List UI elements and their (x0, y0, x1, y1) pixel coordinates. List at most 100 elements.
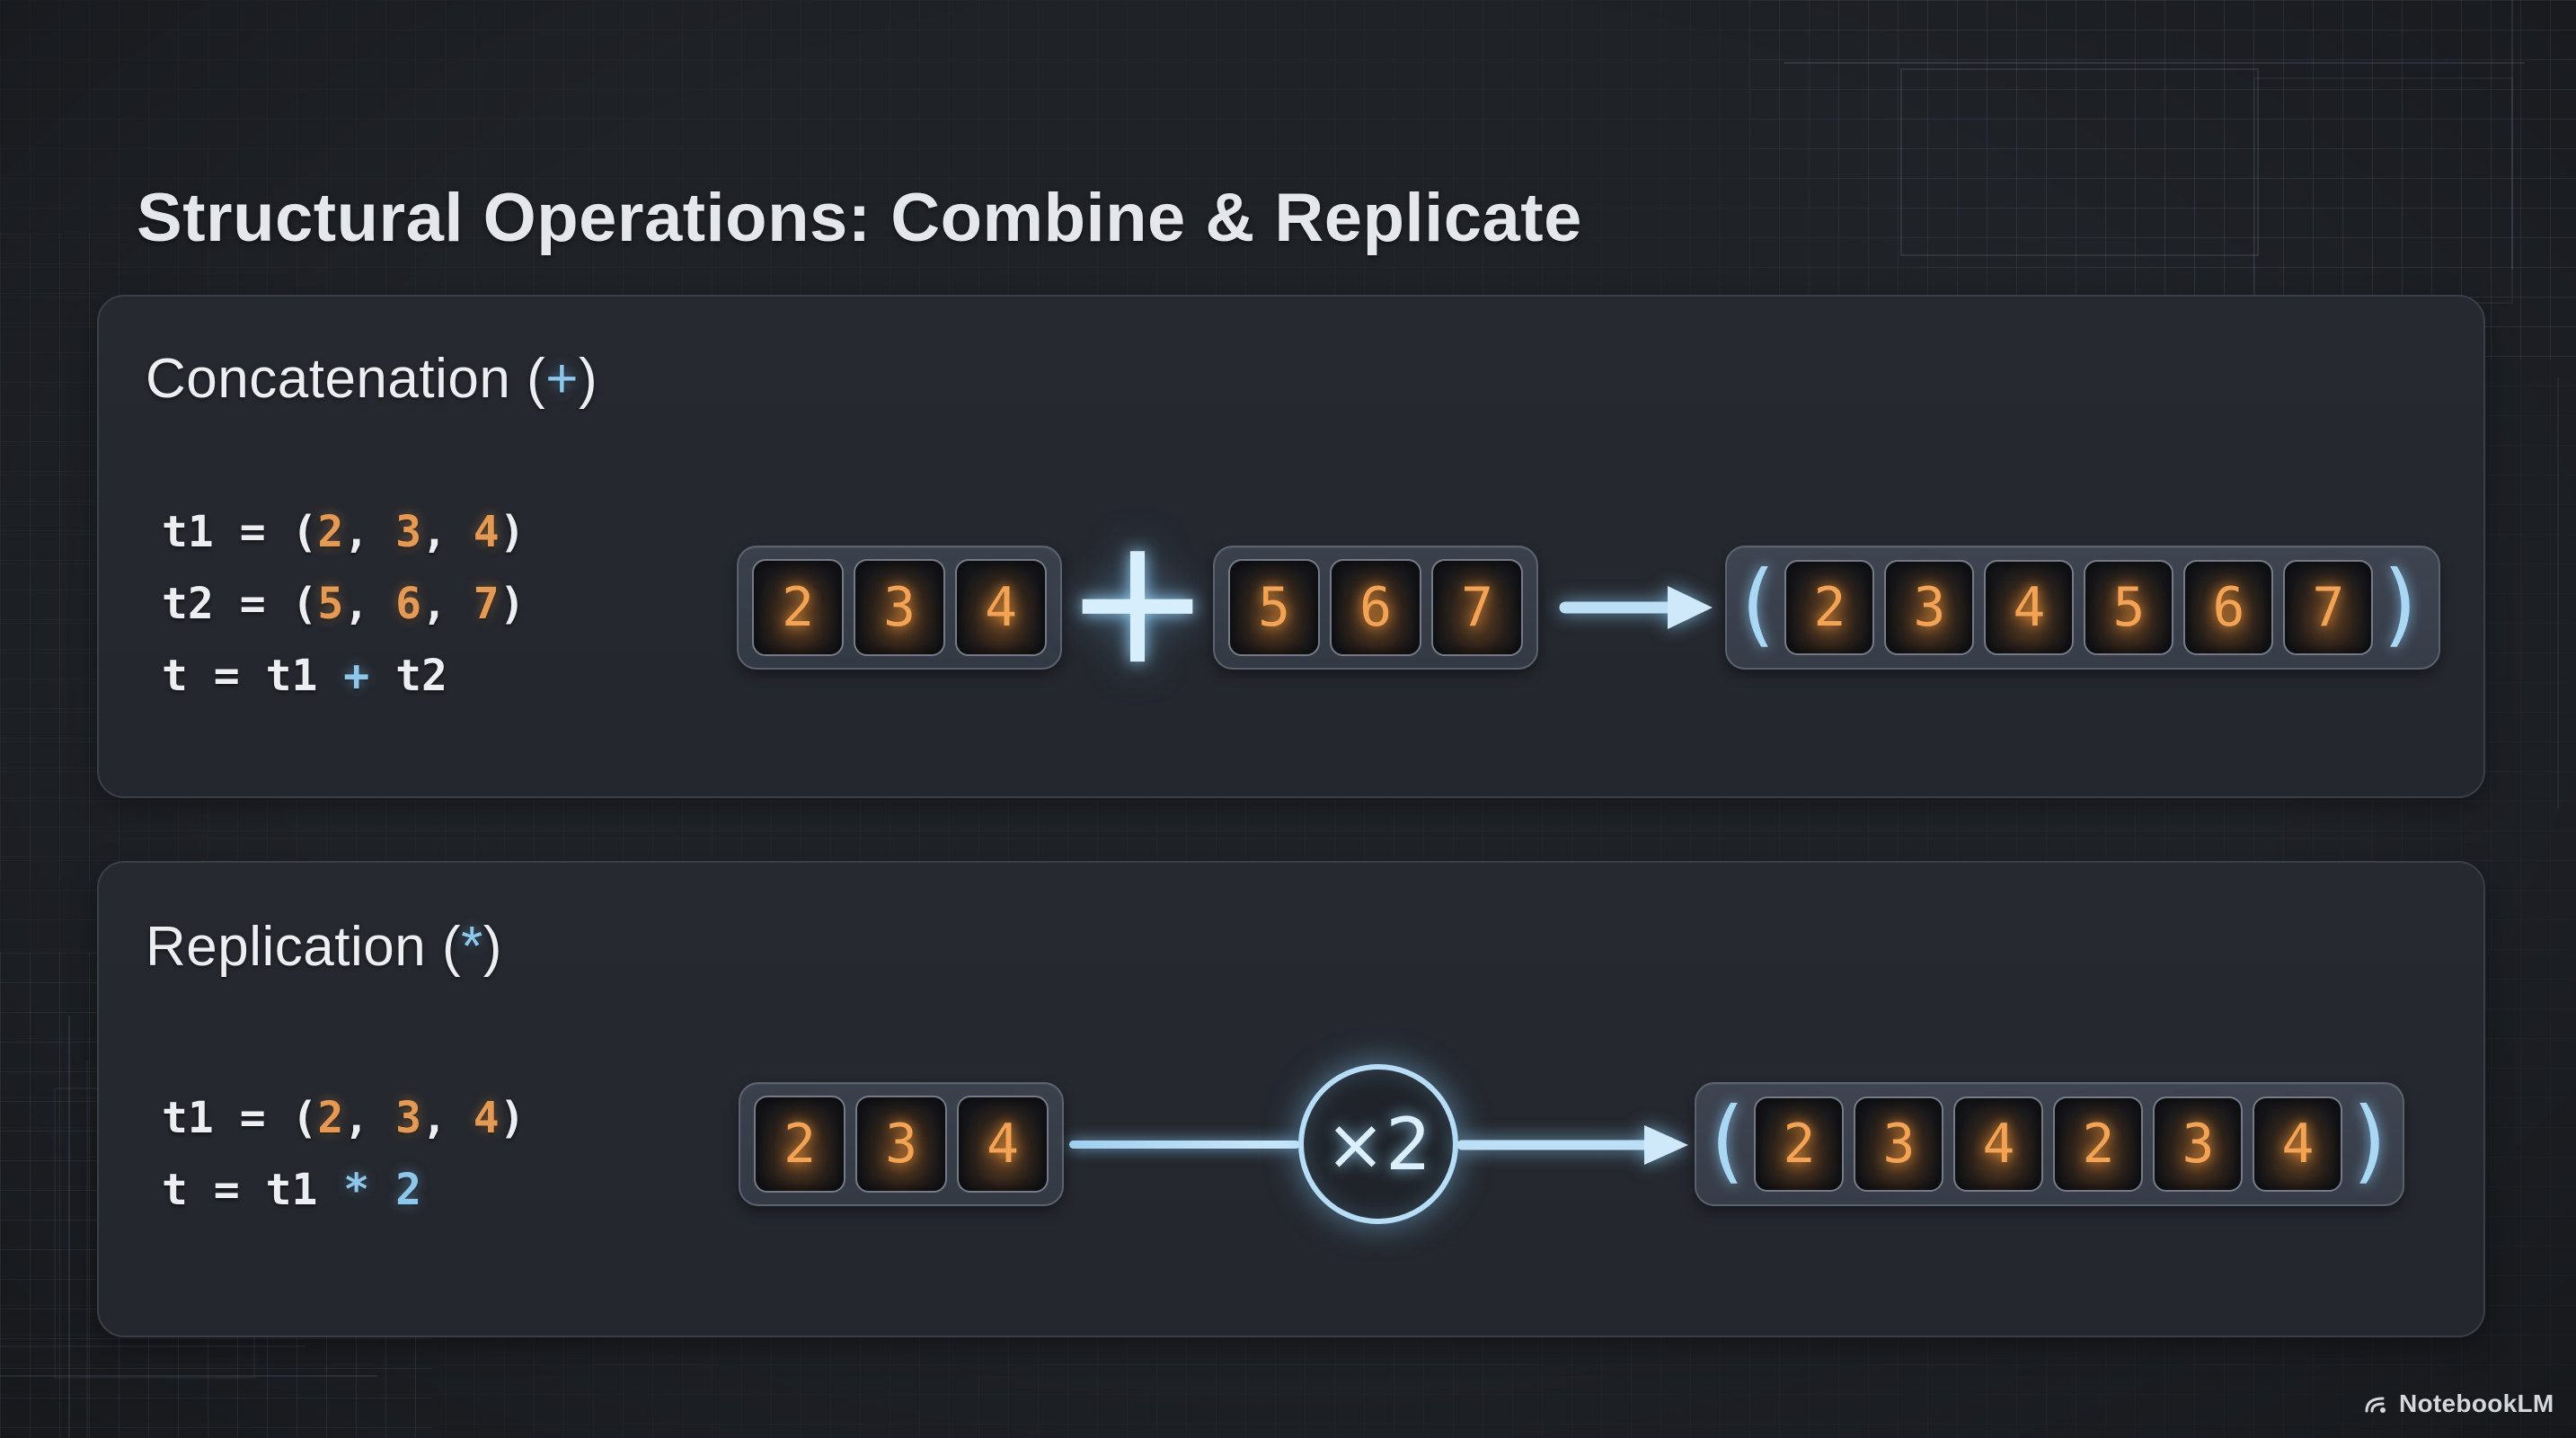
tuple-cell-value: 5 (1257, 576, 1291, 639)
blueprint-line (1784, 62, 2525, 64)
replication-code: t1 = (2, 3, 4)t = t1 * 2 (162, 1082, 526, 1226)
tuple-cell: 7 (2283, 560, 2374, 655)
tuple-cell-value: 4 (1982, 1113, 2015, 1176)
tuple-cell-value: 2 (781, 576, 815, 639)
code-line: t = t1 * 2 (162, 1154, 526, 1226)
brand-text: NotebookLM (2399, 1389, 2554, 1417)
code-line: t2 = (5, 6, 7) (162, 568, 526, 640)
code-token: 3 (395, 507, 421, 557)
code-token: ) (499, 507, 526, 557)
tuple-cell: 2 (1754, 1096, 1845, 1192)
blueprint-line (0, 1375, 377, 1377)
tuple-cell: 3 (2153, 1096, 2244, 1192)
tuple-cell: 6 (2183, 560, 2274, 655)
code-line: t = t1 + t2 (162, 640, 526, 712)
paren-close: ) (2352, 1087, 2386, 1194)
code-token: , (343, 579, 396, 629)
tuple-cell-value: 2 (783, 1113, 817, 1176)
tuple-cell: 2 (2053, 1096, 2144, 1192)
paren-open: ( (1711, 1087, 1745, 1194)
code-token: t1 = ( (162, 507, 318, 557)
code-token: t2 (369, 651, 447, 701)
tuple-cell: 3 (1854, 1096, 1944, 1192)
code-token: , (421, 507, 474, 557)
result-tuple-box: ( 2 3 4 2 3 4 ) (1695, 1082, 2404, 1206)
concatenation-panel: Concatenation (+) t1 = (2, 3, 4)t2 = (5,… (97, 295, 2485, 798)
tuple-cell-value: 2 (2082, 1113, 2115, 1176)
tuple-cell: 4 (957, 1096, 1049, 1193)
code-token: 5 (317, 579, 344, 629)
code-token: t = t1 (162, 1165, 344, 1215)
tuple-cell-value: 5 (2112, 576, 2146, 639)
tuple-cell-value: 3 (884, 1113, 918, 1176)
blueprint-rect (1900, 68, 2259, 256)
code-token: ) (499, 579, 526, 629)
code-token: 2 (317, 1093, 344, 1143)
tuple-cell: 6 (1330, 559, 1421, 656)
code-token: 6 (395, 579, 421, 629)
tuple-cell: 2 (754, 1096, 845, 1193)
tuple-cell-value: 4 (984, 576, 1018, 639)
tuple-cell-value: 4 (2013, 576, 2046, 639)
code-token: + (545, 348, 579, 410)
tuple-cell-value: 7 (2312, 576, 2345, 639)
code-token: 2 (395, 1165, 422, 1215)
blueprint-line (2511, 0, 2513, 270)
multiplier-label: ×2 (1325, 1102, 1431, 1186)
tuple-cell: 5 (2084, 560, 2174, 655)
code-token: , (421, 1093, 474, 1143)
code-token: * (343, 1165, 370, 1215)
blueprint-line (68, 1016, 70, 1438)
code-token: ) (578, 348, 598, 410)
code-token: + (343, 651, 370, 701)
tuple-cell: 4 (1953, 1096, 2044, 1192)
code-token: Concatenation ( (146, 348, 546, 410)
tuple-cell-value: 2 (1783, 1113, 1816, 1176)
blueprint-line (0, 1345, 305, 1347)
tuple-cell-value: 3 (2182, 1113, 2215, 1176)
tuple-cell: 3 (855, 1096, 947, 1193)
tuple-cell-value: 3 (1913, 576, 1946, 639)
tuple-cell: 2 (1784, 560, 1875, 655)
tuple-cell: 4 (955, 559, 1047, 656)
code-token: 3 (395, 1093, 421, 1143)
replication-panel: Replication (*) t1 = (2, 3, 4)t = t1 * 2… (97, 861, 2485, 1337)
tuple-cell: 5 (1228, 559, 1320, 656)
tuple-cell: 2 (752, 559, 844, 656)
code-token: * (461, 916, 483, 978)
tuple-cell: 3 (854, 559, 945, 656)
code-token: 4 (473, 507, 500, 557)
arrow-right-icon (1456, 1125, 1688, 1165)
code-token: Replication ( (146, 916, 462, 978)
tuple-cell: 4 (1984, 560, 2075, 655)
code-token (369, 1165, 395, 1215)
code-line: t1 = (2, 3, 4) (162, 1082, 526, 1154)
blueprint-line (2557, 377, 2559, 809)
code-token: 7 (473, 579, 500, 629)
code-line: t1 = (2, 3, 4) (162, 496, 526, 568)
code-token: , (343, 1093, 396, 1143)
code-token: t = t1 (162, 651, 344, 701)
connector-line (1069, 1141, 1300, 1149)
tuple-cell-value: 6 (2212, 576, 2245, 639)
code-token: ) (482, 916, 502, 978)
plus-operator-icon: + (1063, 499, 1212, 705)
code-token: , (343, 507, 396, 557)
tuple-cell-value: 3 (1882, 1113, 1916, 1176)
blueprint-rect (2253, 77, 2513, 304)
code-token: ) (499, 1093, 526, 1143)
code-token: 2 (317, 507, 344, 557)
blueprint-line (86, 1061, 88, 1438)
code-token: t2 = ( (162, 579, 318, 629)
result-cells: 2 3 4 2 3 4 (1754, 1096, 2343, 1192)
code-token: , (421, 579, 474, 629)
tuple-cell-value: 7 (1460, 576, 1494, 639)
tuple-cell-value: 4 (986, 1113, 1020, 1176)
concatenation-heading: Concatenation (+) (146, 347, 598, 411)
tuple-cell: 7 (1431, 559, 1523, 656)
notebooklm-logo-icon (2365, 1397, 2386, 1413)
tuple-cell-value: 4 (2281, 1113, 2315, 1176)
